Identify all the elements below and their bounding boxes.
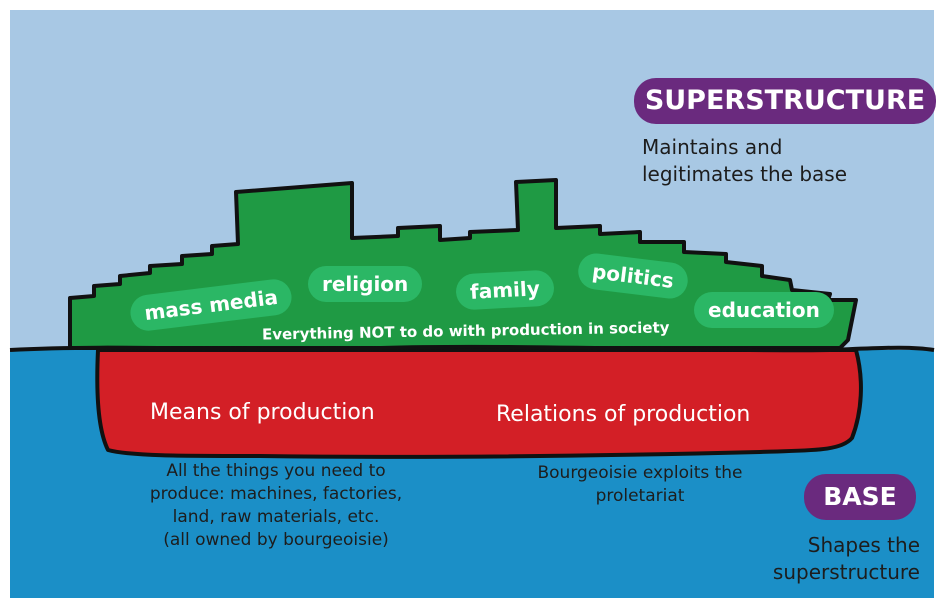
means-note-line: produce: machines, factories, — [149, 484, 403, 504]
means-note-line: All the things you need to — [166, 461, 386, 481]
relations-note-line: Bourgeoisie exploits the — [537, 463, 743, 483]
base-badge: BASE — [804, 474, 916, 520]
means-note-line: (all owned by bourgeoisie) — [163, 530, 389, 550]
means-of-production-note: All the things you need to produce: mach… — [126, 460, 426, 552]
means-of-production-label: Means of production — [150, 400, 375, 425]
base-description-line1: Shapes the — [807, 533, 920, 557]
superstructure-description-line2: legitimates the base — [642, 162, 848, 186]
waterline — [9, 344, 935, 353]
relations-note-line: proletariat — [595, 486, 685, 506]
institution-family: family — [455, 269, 555, 311]
superstructure-badge: SUPERSTRUCTURE — [634, 78, 936, 124]
ship-hull — [95, 348, 863, 459]
institution-religion: religion — [308, 266, 423, 302]
institution-education: education — [694, 292, 834, 328]
superstructure-description-line1: Maintains and — [642, 135, 783, 159]
relations-of-production-label: Relations of production — [496, 402, 751, 427]
means-note-line: land, raw materials, etc. — [172, 507, 380, 527]
base-description-line2: superstructure — [772, 560, 920, 584]
relations-of-production-note: Bourgeoisie exploits the proletariat — [500, 462, 780, 508]
